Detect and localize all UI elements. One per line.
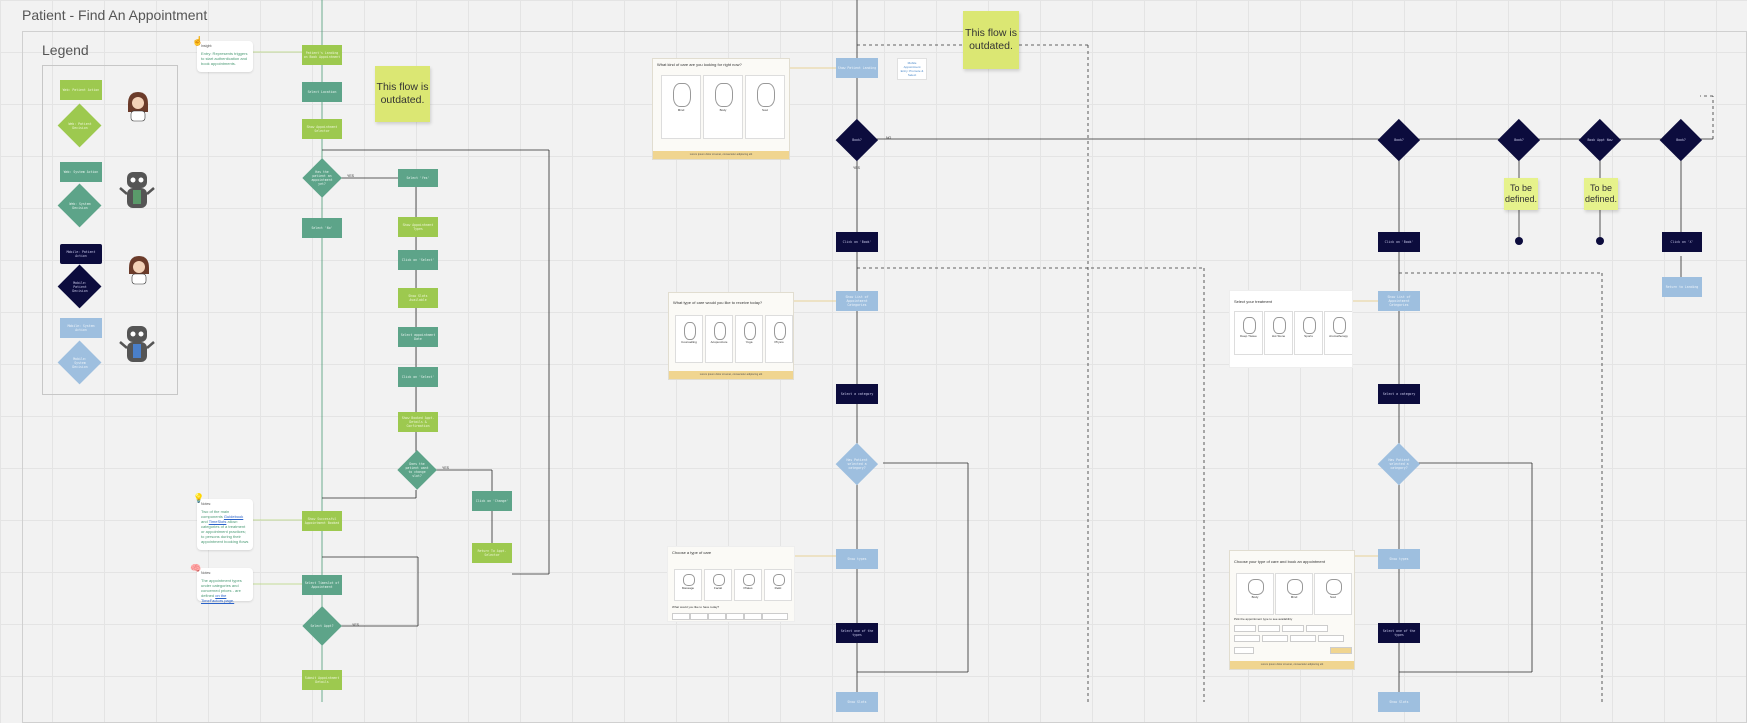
brain-icon: 🧠	[190, 563, 202, 573]
mobile-decision-category[interactable]: Has Patient selected a category?	[836, 443, 878, 485]
mobile-side-card: Mobile Appointment Entry: Promote & Sele…	[897, 58, 927, 80]
mobile-node-click-book[interactable]: Click on 'Book'	[836, 232, 878, 252]
web-node-select-yes[interactable]: Select 'Yes'	[398, 169, 438, 187]
patient-avatar-icon	[128, 92, 148, 122]
legend-web-patient-action: Web: Patient Action	[60, 80, 102, 100]
lightbulb-icon: 💡	[193, 493, 205, 503]
yes-label-3: YES	[352, 623, 360, 627]
patient-avatar-icon-2	[129, 256, 149, 285]
guidebook-link[interactable]: Guidebook	[223, 514, 244, 519]
mobile-decision-book[interactable]: Book?	[836, 119, 878, 161]
yes-label-m1: YES	[853, 166, 861, 170]
web-node-return-selector[interactable]: Return To Appt. Selector	[472, 543, 512, 563]
mobile-node-show-types-right[interactable]: Show types	[1378, 549, 1420, 569]
web-node-click-change[interactable]: Click on 'Change'	[472, 491, 512, 511]
web-node-click-select-1[interactable]: Click on 'Select'	[398, 250, 438, 270]
mockup-care-type: What type of care would you like to rece…	[668, 292, 794, 380]
mockup-choose-care-book: Choose your type of care and book an app…	[1229, 550, 1355, 670]
yes-label: YES	[347, 174, 355, 178]
legend-title: Legend	[42, 42, 89, 58]
legend-web-system-action: Web: System Action	[60, 162, 102, 182]
mockup-select-treatment: Select your treatment Deep Tissue Hot St…	[1229, 290, 1353, 368]
connector-lines	[229, 0, 1714, 702]
end-point-1	[1515, 237, 1523, 245]
robot-avatar-icon-2	[119, 326, 155, 362]
legend-mobile-patient-action: Mobile: Patient Action	[60, 244, 102, 264]
legend-mobile-system-action: Mobile: System Action	[60, 318, 102, 338]
legend-web-system-decision: Web: System Decision	[58, 184, 102, 228]
web-node-appointment-types[interactable]: Show Appointment Types	[398, 217, 438, 237]
mobile-node-show-categories-right[interactable]: Show List of Appointment Categories	[1378, 291, 1420, 311]
mobile-node-return-landing[interactable]: Return to Landing	[1662, 277, 1702, 297]
web-node-successful-booked[interactable]: Show Successful Appointment Booked	[302, 511, 342, 531]
mobile-node-show-categories[interactable]: Show List of Appointment Categories	[836, 291, 878, 311]
mobile-decision-book-right[interactable]: Book?	[1378, 119, 1420, 161]
sticky-outdated-2: This flow is outdated.	[963, 11, 1019, 69]
insight-note: Insight: Entry: Represents triggers to s…	[197, 41, 253, 72]
timefactors-link[interactable]: on the TimeFactors page.	[201, 593, 235, 603]
board-title: Patient - Find An Appointment	[22, 7, 208, 23]
mobile-decision-r1[interactable]: Book?	[1498, 119, 1540, 161]
mobile-node-select-type[interactable]: Select one of the types	[836, 623, 878, 643]
mobile-decision-r2[interactable]: Book Appt Now	[1579, 119, 1621, 161]
no-label: NO	[886, 136, 892, 140]
legend-mobile-system-decision: Mobile: System Decision	[58, 341, 102, 385]
web-node-select-timeslot[interactable]: Select Timeslot of Appointment	[302, 575, 342, 595]
mobile-node-click-x[interactable]: Click on 'X'	[1662, 232, 1702, 252]
web-node-landing[interactable]: Patient's Landing on Book Appointment	[302, 45, 342, 65]
sticky-tbd-2: To be defined.	[1584, 178, 1618, 210]
web-node-appointment-selector[interactable]: Show Appointment Selector	[302, 119, 342, 139]
mobile-node-select-category-right[interactable]: Select a category	[1378, 384, 1420, 404]
end-point-2	[1596, 237, 1604, 245]
web-node-select-no[interactable]: Select 'No'	[302, 218, 342, 238]
mockup-choose-type: Choose a type of care Massage Facial Pil…	[667, 546, 795, 622]
pointing-hand-icon: ☝	[192, 36, 204, 46]
legend-mobile-patient-decision: Mobile: Patient Decision	[58, 265, 102, 309]
legend-box	[42, 65, 178, 395]
mockup-care-selection: What kind of care are you looking for ri…	[652, 58, 790, 160]
components-note: Notes: Two of the main components Guideb…	[197, 499, 253, 550]
mobile-node-select-category[interactable]: Select a category	[836, 384, 878, 404]
sticky-tbd-1: To be defined.	[1504, 178, 1538, 210]
web-node-submit-details[interactable]: Submit Appointment Details	[302, 670, 342, 690]
web-node-select-date[interactable]: Select appointment Date	[398, 327, 438, 347]
mobile-node-landing[interactable]: Show Patient Landing	[836, 58, 878, 78]
mobile-node-show-types[interactable]: Show types	[836, 549, 878, 569]
timeslots-link[interactable]: TimeSlots	[208, 519, 227, 524]
mobile-decision-r3[interactable]: Book?	[1660, 119, 1702, 161]
mobile-node-bottom-right[interactable]: Show Slots	[1378, 692, 1420, 712]
web-decision-select-appt[interactable]: Select Appt?	[302, 606, 342, 646]
mobile-node-bottom[interactable]: Show Slots	[836, 692, 878, 712]
web-node-click-select-2[interactable]: Click on 'Select'	[398, 367, 438, 387]
mobile-node-select-type-right[interactable]: Select one of the types	[1378, 623, 1420, 643]
mobile-decision-category-right[interactable]: Has Patient selected a category?	[1378, 443, 1420, 485]
sticky-outdated-1: This flow is outdated.	[375, 66, 430, 122]
web-decision-change-slot[interactable]: Does the patient want to change slot?	[397, 450, 437, 490]
web-node-select-location[interactable]: Select Location	[302, 82, 342, 102]
robot-avatar-icon	[119, 172, 155, 208]
legend-web-patient-decision: Web: Patient Decision	[58, 104, 102, 148]
yes-label-2: YES	[442, 466, 450, 470]
web-decision-has-appointment[interactable]: Has the patient an appointment yet?	[302, 158, 342, 198]
mobile-node-click-book-right[interactable]: Click on 'Book'	[1378, 232, 1420, 252]
appointment-types-note: Notes: The appointment types under categ…	[197, 568, 253, 603]
web-node-booked-details[interactable]: Show Booked Appt. Details & Confirmation	[398, 412, 438, 432]
web-node-slots-available[interactable]: Show Slots Available	[398, 288, 438, 308]
